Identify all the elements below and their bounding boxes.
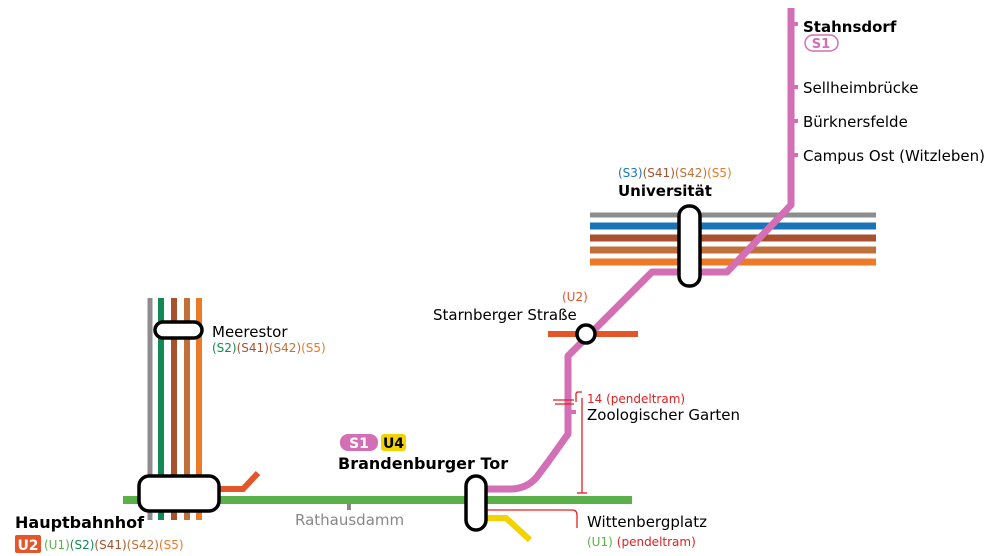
line-pendeltram — [487, 391, 587, 528]
starnberger-interchange[interactable] — [575, 323, 597, 345]
hauptbahnhof-interchange[interactable] — [137, 474, 221, 513]
meerestor-line-s41: (S41) — [237, 341, 269, 355]
stahnsdorf-label[interactable]: Stahnsdorf — [803, 18, 897, 36]
brandenburger-badge-s1-text: S1 — [349, 436, 369, 452]
hauptbahnhof-badge-u2-text: U2 — [17, 538, 38, 554]
campus-ost-label[interactable]: Campus Ost (Witzleben) — [803, 147, 985, 165]
meerestor-lines: (S2)(S41)(S42)(S5) — [212, 341, 326, 355]
hauptbahnhof-label[interactable]: Hauptbahnhof — [15, 513, 145, 532]
universitaet-line-s3: (S3) — [618, 166, 643, 180]
sellheimbruecke-label[interactable]: Sellheimbrücke — [803, 79, 918, 97]
hauptbahnhof-lines: (U1)(S2)(S41)(S42)(S5) — [44, 538, 184, 552]
universitaet-line-bundle — [590, 212, 876, 266]
rathausdamm-label[interactable]: Rathausdamm — [295, 511, 404, 529]
meerestor-line-s5: (S5) — [301, 341, 326, 355]
hauptbahnhof-line-u1: (U1) — [44, 538, 70, 552]
rathausdamm-tick — [347, 504, 351, 510]
zoologischer-label[interactable]: Zoologischer Garten — [587, 406, 740, 424]
hauptbahnhof-line-s2: (S2) — [70, 538, 95, 552]
stahnsdorf-badge — [804, 34, 839, 52]
universitaet-lines: (S3)(S41)(S42)(S5) — [618, 166, 732, 180]
brandenburger-interchange[interactable] — [464, 474, 488, 532]
universitaet-line-s42: (S42) — [675, 166, 707, 180]
hauptbahnhof-line-s42: (S42) — [127, 538, 159, 552]
brandenburger-badge-s1 — [340, 434, 378, 451]
stahnsdorf-badge-text: S1 — [812, 37, 830, 52]
wittenbergplatz-line-tram: (pendeltram) — [617, 535, 696, 549]
hauptbahnhof-line-s41: (S41) — [94, 538, 126, 552]
brandenburger-badge-u4-text: U4 — [383, 436, 404, 452]
universitaet-line-s41: (S41) — [643, 166, 675, 180]
zoologischer-tram: 14 (pendeltram) — [587, 392, 685, 406]
starnberger-label[interactable]: Starnberger Straße — [433, 306, 577, 324]
starnberger-line-u2: (U2) — [562, 290, 588, 304]
meerestor-interchange[interactable] — [153, 320, 204, 340]
universitaet-interchange[interactable] — [677, 204, 702, 288]
brandenburger-label[interactable]: Brandenburger Tor — [338, 454, 508, 473]
hauptbahnhof-line-s5: (S5) — [159, 538, 184, 552]
meerestor-line-s42: (S42) — [269, 341, 301, 355]
buerknersfelde-label[interactable]: Bürknersfelde — [803, 113, 908, 131]
wittenbergplatz-line-u1: (U1) — [587, 535, 613, 549]
meerestor-label[interactable]: Meerestor — [212, 323, 288, 341]
universitaet-line-s5: (S5) — [707, 166, 732, 180]
wittenbergplatz-lines: (U1) (pendeltram) — [587, 535, 696, 549]
s1-station-ticks — [568, 22, 798, 414]
universitaet-label[interactable]: Universität — [618, 182, 712, 200]
brandenburger-badge-u4 — [381, 434, 406, 451]
meerestor-line-s2: (S2) — [212, 341, 237, 355]
hauptbahnhof-badge-u2 — [15, 535, 41, 553]
line-s1 — [482, 8, 795, 493]
line-u2-hbf-stub — [218, 470, 261, 492]
wittenbergplatz-label[interactable]: Wittenbergplatz — [587, 513, 707, 531]
